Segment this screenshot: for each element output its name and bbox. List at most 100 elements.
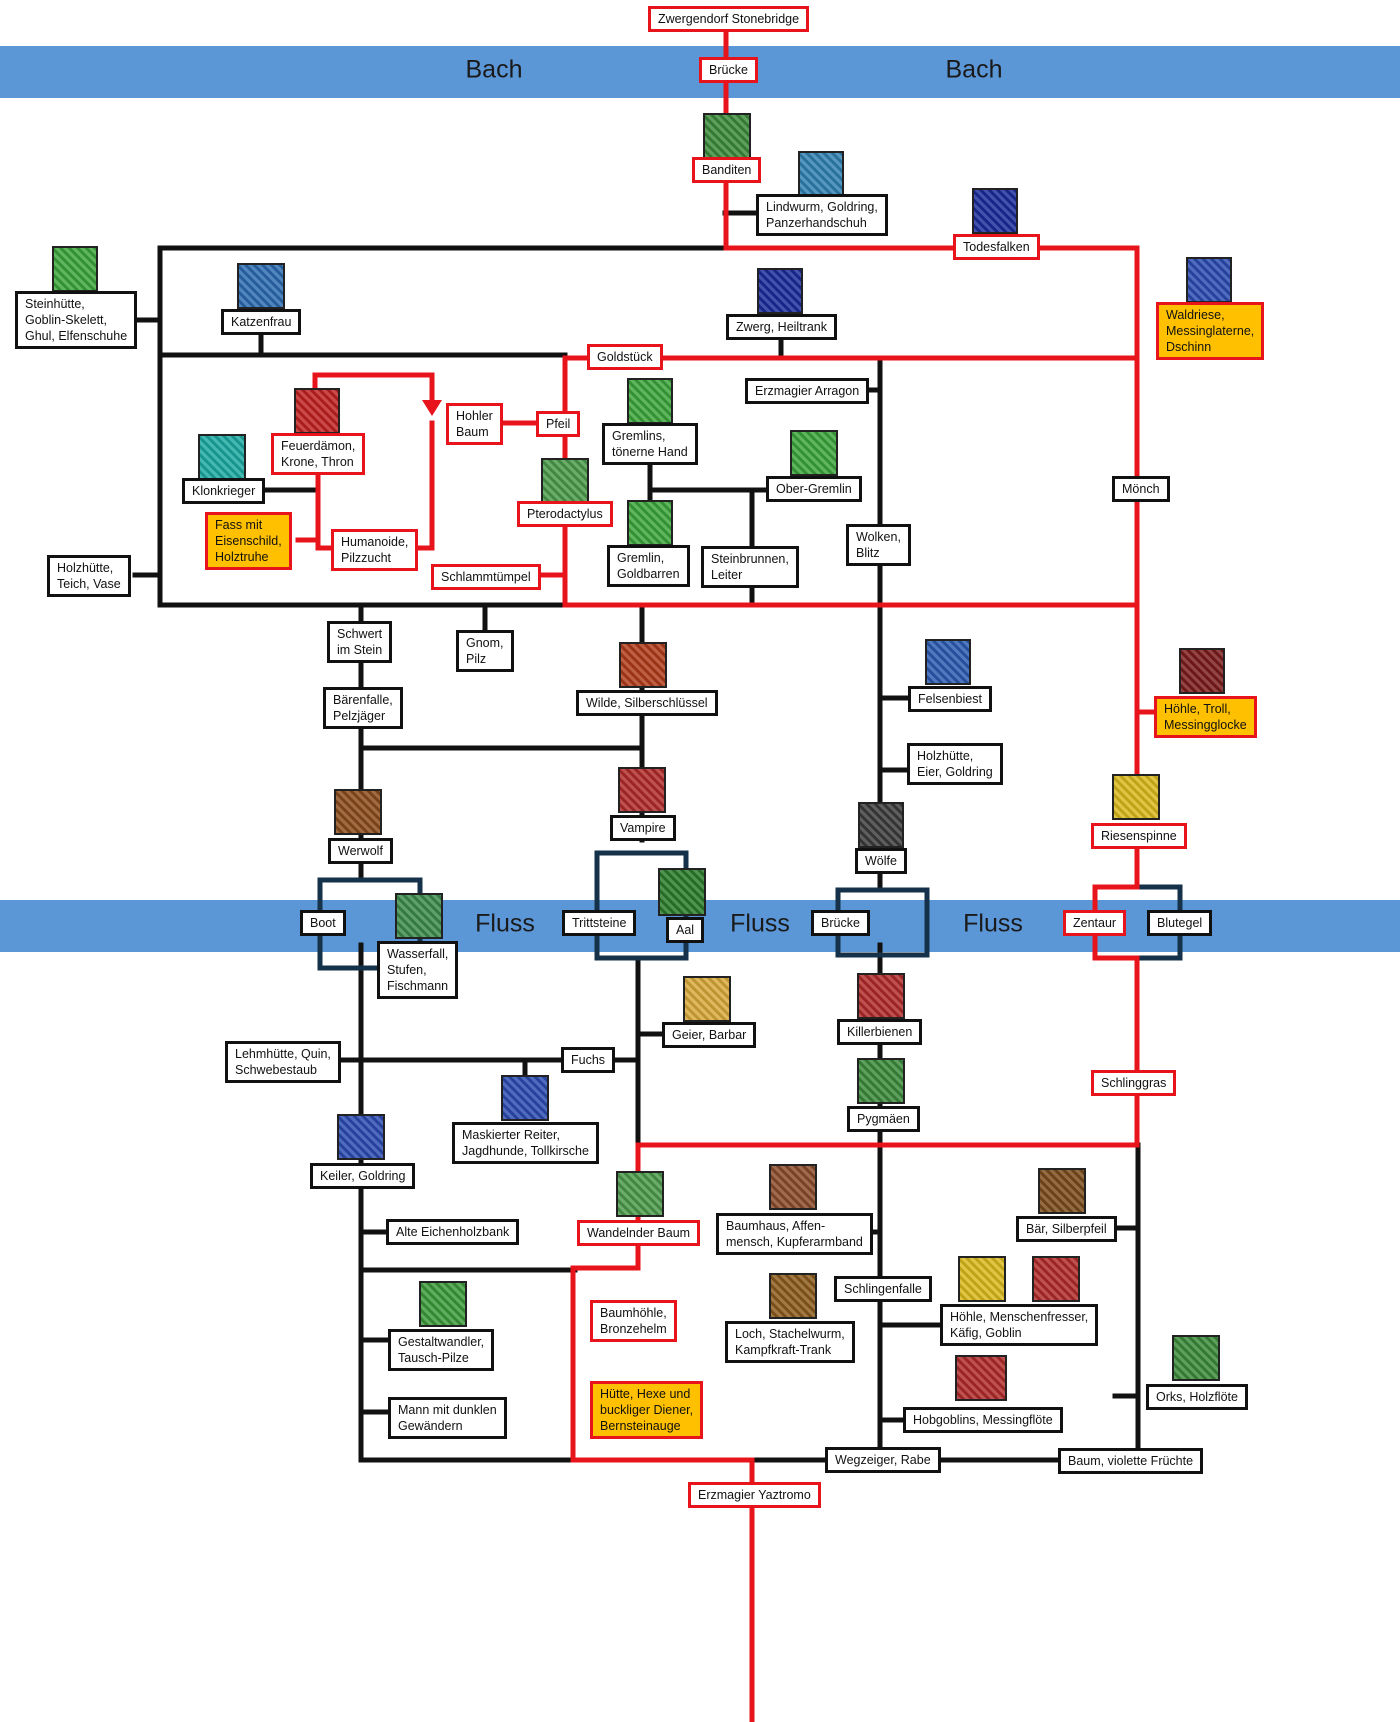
node-erzmagier-arragon[interactable]: Erzmagier Arragon — [745, 378, 870, 404]
node-wegzeiger-rabe[interactable]: Wegzeiger, Rabe — [825, 1447, 941, 1473]
node-schlingenfalle[interactable]: Schlingenfalle — [834, 1276, 932, 1302]
path-red — [315, 465, 336, 551]
node-holzhuette-teich[interactable]: Holzhütte, Teich, Vase — [47, 555, 131, 597]
node-alte-eichenholzbank[interactable]: Alte Eichenholzbank — [386, 1219, 520, 1245]
path-black — [358, 942, 578, 1463]
node-blutegel[interactable]: Blutegel — [1147, 910, 1213, 936]
node-vampire[interactable]: Vampire — [610, 815, 676, 841]
node-fass-eisenschild[interactable]: Fass mit Eisenschild, Holztruhe — [205, 512, 292, 570]
todesfalken-portrait-icon — [972, 188, 1018, 234]
affenmensch-portrait-icon — [769, 1164, 817, 1210]
node-banditen[interactable]: Banditen — [692, 157, 762, 183]
node-baumhaus[interactable]: Baumhaus, Affen- mensch, Kupferarmband — [716, 1213, 873, 1255]
node-loch-stachelwurm[interactable]: Loch, Stachelwurm, Kampfkraft-Trank — [725, 1321, 855, 1363]
node-fuchs[interactable]: Fuchs — [561, 1047, 616, 1073]
ghul-portrait-icon — [52, 246, 98, 292]
node-felsenbiest[interactable]: Felsenbiest — [908, 686, 992, 712]
node-schlinggras[interactable]: Schlinggras — [1091, 1070, 1177, 1096]
node-werwolf[interactable]: Werwolf — [328, 838, 393, 864]
orks-portrait-icon — [1172, 1335, 1220, 1381]
node-holzhuette-eier[interactable]: Holzhütte, Eier, Goldring — [907, 743, 1003, 785]
node-boot[interactable]: Boot — [300, 910, 346, 936]
node-mann-dunkle-gewaender[interactable]: Mann mit dunklen Gewändern — [388, 1397, 507, 1439]
node-humanoide[interactable]: Humanoide, Pilzzucht — [331, 529, 419, 571]
node-steinhuette[interactable]: Steinhütte, Goblin-Skelett, Ghul, Elfens… — [15, 291, 138, 349]
gremlin-goldbarren-portrait-icon — [627, 500, 673, 546]
node-klonkrieger[interactable]: Klonkrieger — [182, 478, 266, 504]
node-lindwurm[interactable]: Lindwurm, Goldring, Panzerhandschuh — [756, 194, 888, 236]
katzenfrau-portrait-icon — [237, 263, 285, 309]
node-hohler-baum[interactable]: Hohler Baum — [446, 403, 503, 445]
node-schwert-im-stein[interactable]: Schwert im Stein — [327, 621, 393, 663]
banditen-portrait-icon — [703, 113, 751, 159]
node-waldriese[interactable]: Waldriese, Messinglaterne, Dschinn — [1156, 302, 1265, 360]
node-orks-holzfloete[interactable]: Orks, Holzflöte — [1146, 1384, 1248, 1410]
aal-portrait-icon — [658, 868, 706, 916]
node-wilde-silberschluessel[interactable]: Wilde, Silberschlüssel — [576, 690, 718, 716]
vampire-portrait-icon — [618, 767, 666, 813]
bach-label-right: Bach — [945, 55, 1003, 84]
direction-arrow-icon — [422, 400, 442, 416]
node-gremlins-toenerne-hand[interactable]: Gremlins, tönerne Hand — [602, 423, 698, 465]
node-keiler-goldring[interactable]: Keiler, Goldring — [310, 1163, 416, 1189]
node-trittsteine[interactable]: Trittsteine — [562, 910, 637, 936]
keiler-portrait-icon — [337, 1114, 385, 1160]
node-woelfe[interactable]: Wölfe — [855, 848, 907, 874]
wilde-portrait-icon — [619, 642, 667, 688]
node-pfeil[interactable]: Pfeil — [536, 411, 581, 437]
gremlin-portrait-icon — [627, 378, 673, 424]
node-gremlin-goldbarren[interactable]: Gremlin, Goldbarren — [607, 545, 690, 587]
node-killerbienen[interactable]: Killerbienen — [837, 1019, 923, 1045]
node-lehmhuette[interactable]: Lehmhütte, Quin, Schwebestaub — [225, 1041, 341, 1083]
node-huette-hexe[interactable]: Hütte, Hexe und buckliger Diener, Bernst… — [590, 1381, 704, 1439]
node-erzmagier-yaztromo[interactable]: Erzmagier Yaztromo — [688, 1482, 821, 1508]
node-zwergendorf-stonebridge[interactable]: Zwergendorf Stonebridge — [648, 6, 810, 32]
node-gnom-pilz[interactable]: Gnom, Pilz — [456, 630, 514, 672]
node-zwerg[interactable]: Zwerg, Heiltrank — [726, 314, 837, 340]
node-hoehle-troll[interactable]: Höhle, Troll, Messingglocke — [1154, 696, 1257, 738]
node-katzenfrau[interactable]: Katzenfrau — [221, 309, 302, 335]
node-bruecke-fluss[interactable]: Brücke — [811, 910, 870, 936]
node-hoehle-menschenfresser[interactable]: Höhle, Menschenfresser, Käfig, Goblin — [940, 1304, 1099, 1346]
node-geier-barbar[interactable]: Geier, Barbar — [662, 1022, 757, 1048]
node-gestaltwandler[interactable]: Gestaltwandler, Tausch-Pilze — [388, 1329, 495, 1371]
node-maskierter-reiter[interactable]: Maskierter Reiter, Jagdhunde, Tollkirsch… — [452, 1122, 599, 1164]
barbar-portrait-icon — [683, 976, 731, 1022]
node-zentaur[interactable]: Zentaur — [1063, 910, 1127, 936]
path-red — [312, 372, 435, 403]
node-wandelnder-baum[interactable]: Wandelnder Baum — [577, 1220, 701, 1246]
node-wasserfall[interactable]: Wasserfall, Stufen, Fischmann — [377, 941, 459, 999]
node-baumhoehle[interactable]: Baumhöhle, Bronzehelm — [590, 1300, 677, 1342]
hobgoblins-portrait-icon — [955, 1355, 1007, 1401]
killerbienen-portrait-icon — [857, 973, 905, 1019]
gestaltwandler-portrait-icon — [419, 1281, 467, 1327]
fluss-label-right: Fluss — [963, 909, 1023, 938]
klonkrieger-portrait-icon — [198, 434, 246, 480]
riesenspinne-portrait-icon — [1112, 774, 1160, 820]
felsenbiest-portrait-icon — [925, 639, 971, 685]
node-todesfalken[interactable]: Todesfalken — [953, 234, 1040, 260]
node-baerenfalle[interactable]: Bärenfalle, Pelzjäger — [323, 687, 403, 729]
node-moench[interactable]: Mönch — [1112, 476, 1170, 502]
node-wolken-blitz[interactable]: Wolken, Blitz — [846, 524, 911, 566]
node-feuerdaemon[interactable]: Feuerdämon, Krone, Thron — [271, 433, 366, 475]
bach-label-left: Bach — [465, 55, 523, 84]
node-steinbrunnen[interactable]: Steinbrunnen, Leiter — [701, 546, 799, 588]
path-red — [415, 420, 435, 551]
zwerg-portrait-icon — [757, 268, 803, 314]
node-hobgoblins[interactable]: Hobgoblins, Messingflöte — [903, 1407, 1063, 1433]
woelfe-portrait-icon — [858, 802, 904, 848]
feuerdaemon-portrait-icon — [294, 388, 340, 434]
baer-portrait-icon — [1038, 1168, 1086, 1214]
node-pygmaeen[interactable]: Pygmäen — [847, 1106, 920, 1132]
node-baum-violette-fruechte[interactable]: Baum, violette Früchte — [1058, 1448, 1204, 1474]
node-riesenspinne[interactable]: Riesenspinne — [1091, 823, 1187, 849]
node-pterodactylus[interactable]: Pterodactylus — [517, 501, 613, 527]
node-schlammtuempel[interactable]: Schlammtümpel — [431, 564, 541, 590]
node-baer-silberpfeil[interactable]: Bär, Silberpfeil — [1016, 1216, 1117, 1242]
node-goldstueck[interactable]: Goldstück — [587, 344, 663, 370]
wandelnder-baum-portrait-icon — [616, 1171, 664, 1217]
node-aal[interactable]: Aal — [666, 917, 705, 943]
node-bruecke-bach[interactable]: Brücke — [699, 57, 758, 83]
node-ober-gremlin[interactable]: Ober-Gremlin — [766, 476, 862, 502]
